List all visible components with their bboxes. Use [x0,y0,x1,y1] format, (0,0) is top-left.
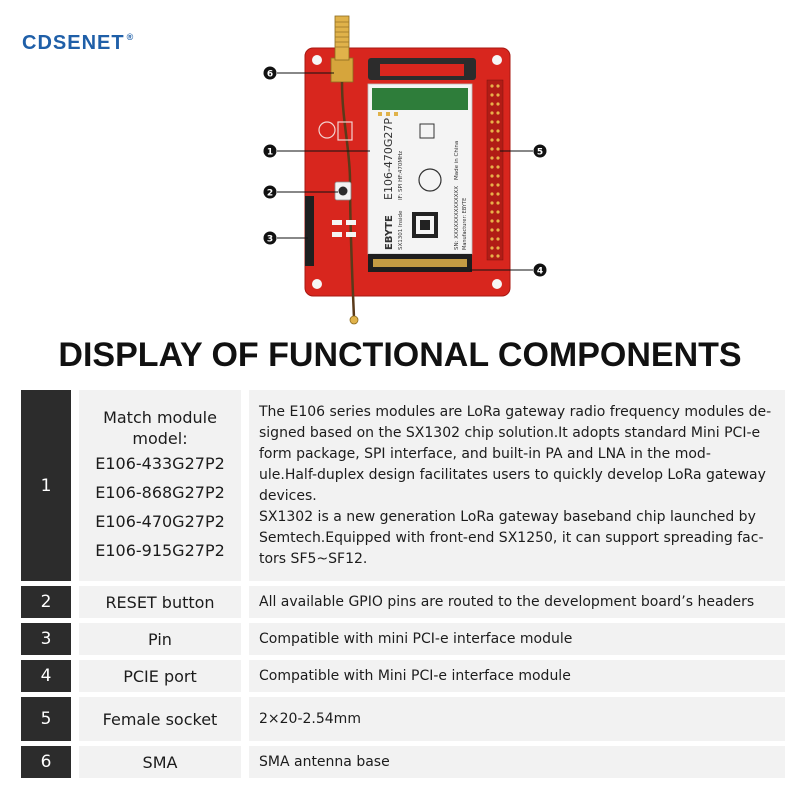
components-table: 1 Match module model: E106-433G27P2 E106… [21,390,785,783]
table-row: 4 PCIE port Compatible with Mini PCI-e i… [21,660,785,692]
pin-header [305,196,314,266]
table-row: 6 SMA SMA antenna base [21,746,785,778]
row-number: 6 [21,746,71,778]
female-socket [486,79,504,261]
table-row: 1 Match module model: E106-433G27P2 E106… [21,390,785,581]
module-sn: SN: XXXXXXXXXXXXXX [454,186,460,250]
svg-text:2: 2 [267,189,273,199]
row-name: Pin [79,623,241,655]
row-name: RESET button [79,586,241,618]
module-brand: EBYTE [384,215,395,250]
callout-1: 1 [263,144,277,158]
row-number: 5 [21,697,71,741]
table-row: 5 Female socket 2×20-2.54mm [21,697,785,741]
row-description: All available GPIO pins are routed to th… [249,586,785,618]
mount-hole [312,279,322,289]
module-model: E106-470G27P [382,118,395,200]
mount-hole [492,55,502,65]
mount-hole [492,279,502,289]
weee-icon [419,123,435,139]
row-number: 3 [21,623,71,655]
callout-3: 3 [263,231,277,245]
table-row: 3 Pin Compatible with mini PCI-e interfa… [21,623,785,655]
row-description: 2×20-2.54mm [249,697,785,741]
svg-text:3: 3 [267,235,273,245]
mount-hole [312,55,322,65]
sma-connector [330,57,354,83]
module-specs: IF: SPI HF:470MHz [398,151,404,200]
brand-logo: CDSENET® [22,32,135,54]
row-name: PCIE port [79,660,241,692]
callout-2: 2 [263,185,277,199]
svg-text:6: 6 [267,70,273,80]
callout-6: 6 [263,66,277,80]
page-title: DISPLAY OF FUNCTIONAL COMPONENTS [58,336,742,374]
board-illustration: EBYTE E106-470G27P SX1301 Inside IF: SPI… [263,15,547,325]
callout-4: 4 [533,263,547,277]
row-number: 1 [21,390,71,581]
svg-text:4: 4 [537,267,543,277]
module-sub: SX1301 Inside [398,210,404,250]
coax-cable [340,81,356,319]
callout-5: 5 [533,144,547,158]
svg-text:5: 5 [537,148,543,158]
module-made: Made in China [454,141,460,180]
row-name: SMA [79,746,241,778]
row-description: Compatible with mini PCI-e interface mod… [249,623,785,655]
row-number: 4 [21,660,71,692]
row-description: Compatible with Mini PCI-e interface mod… [249,660,785,692]
rohs-icon [418,168,442,192]
table-row: 2 RESET button All available GPIO pins a… [21,586,785,618]
module-mfr: Manufacturer: EBYTE [462,198,468,250]
row-name: Match module model: E106-433G27P2 E106-8… [79,390,241,581]
row-name: Female socket [79,697,241,741]
row-number: 2 [21,586,71,618]
row-description: The E106 series modules are LoRa gateway… [249,390,785,581]
row-description: SMA antenna base [249,746,785,778]
svg-text:1: 1 [267,148,273,158]
